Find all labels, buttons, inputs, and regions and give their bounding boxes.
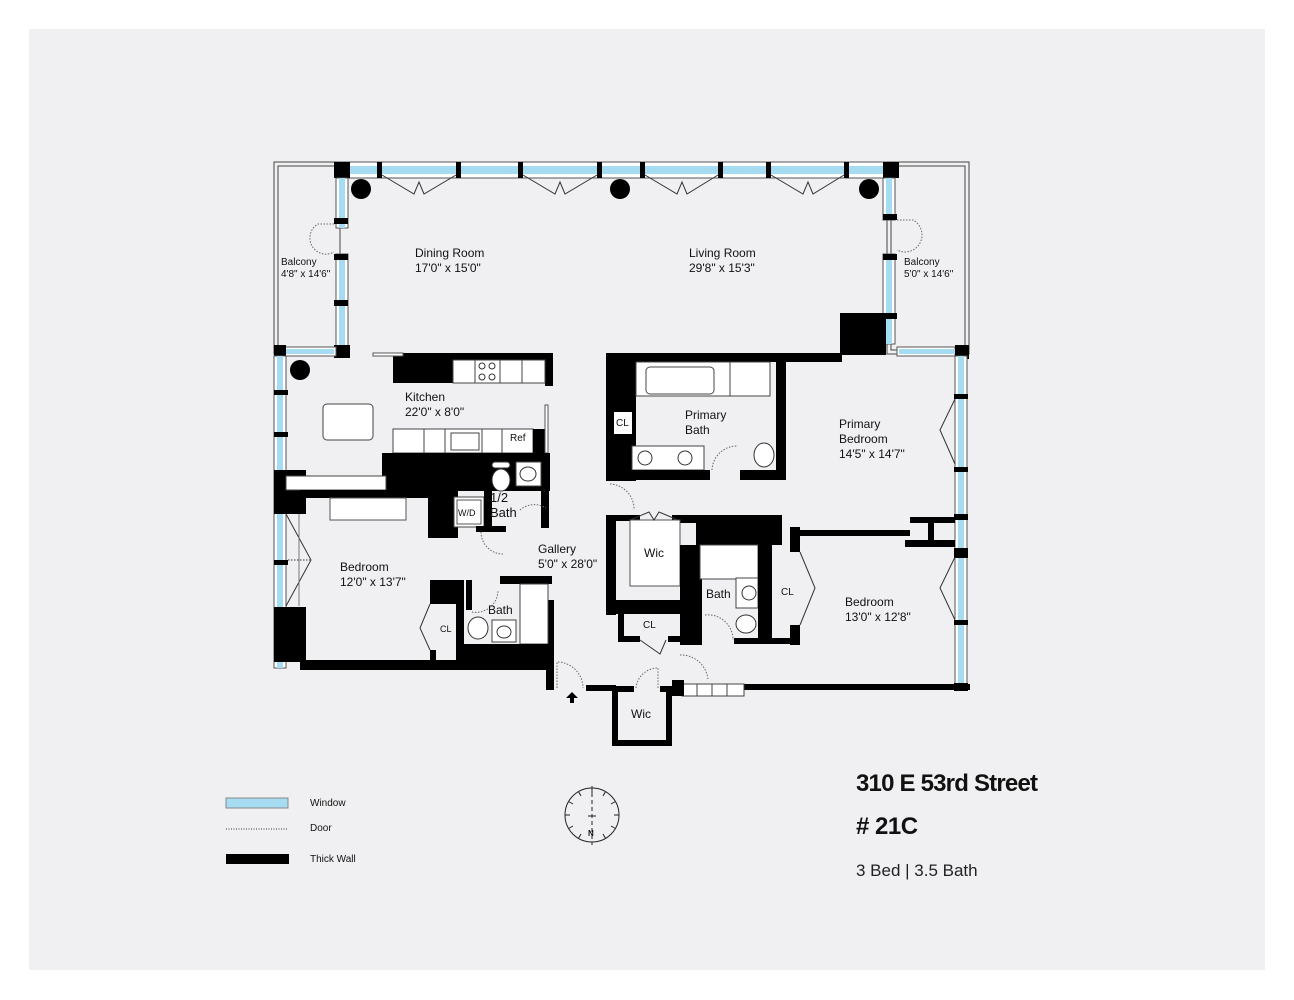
legend-wall-label: Thick Wall bbox=[310, 854, 356, 865]
room-primary-bedroom: Primary Bedroom 14'5" x 14'7" bbox=[839, 417, 905, 462]
right-wing-walls bbox=[606, 511, 970, 697]
room-living: Living Room 29'8" x 15'3" bbox=[689, 246, 756, 276]
room-name: Kitchen bbox=[405, 390, 446, 404]
room-half-bath: 1/2 Bath bbox=[490, 490, 517, 520]
unit-number: # 21C bbox=[856, 813, 918, 840]
room-name: Dining Room bbox=[415, 246, 485, 260]
room-name: Balcony bbox=[904, 257, 940, 268]
living-right-wall bbox=[840, 177, 923, 355]
room-name: Living Room bbox=[689, 246, 756, 260]
room-wic-lower: Wic bbox=[631, 707, 651, 722]
room-primary-bath: Primary Bath bbox=[685, 408, 726, 438]
compass-icon bbox=[564, 786, 620, 845]
room-name-line2: Bath bbox=[490, 505, 517, 520]
legend-window-swatch bbox=[225, 797, 289, 809]
room-name: Bedroom bbox=[340, 560, 389, 574]
room-name: Bedroom bbox=[845, 595, 894, 609]
room-bath-right: Bath bbox=[706, 587, 731, 602]
room-dimensions: 13'0" x 12'8" bbox=[845, 610, 911, 624]
refrigerator-label: Ref bbox=[510, 433, 526, 444]
wic-lower-walls bbox=[612, 667, 672, 746]
left-exterior-wall bbox=[273, 355, 312, 669]
top-window-wall bbox=[334, 161, 899, 179]
room-bedroom-right: Bedroom 13'0" x 12'8" bbox=[845, 595, 911, 625]
room-balcony-right: Balcony 5'0" x 14'6" bbox=[904, 257, 953, 281]
top-folding-doors bbox=[381, 174, 845, 195]
legend-door-label: Door bbox=[310, 823, 332, 834]
room-name: Gallery bbox=[538, 542, 577, 556]
stove-icon bbox=[478, 362, 496, 381]
room-name: Primary bbox=[685, 408, 727, 422]
room-bath-left: Bath bbox=[488, 603, 513, 618]
property-address: 310 E 53rd Street bbox=[856, 770, 1038, 797]
room-name: Primary bbox=[839, 417, 881, 431]
room-dimensions: 5'0" x 14'6" bbox=[904, 269, 954, 280]
room-name-line2: Bath bbox=[685, 423, 710, 437]
legend-window-label: Window bbox=[310, 798, 346, 809]
room-name: Wic bbox=[631, 707, 651, 721]
room-name: Wic bbox=[644, 546, 664, 560]
room-dimensions: 17'0" x 15'0" bbox=[415, 261, 481, 275]
entry bbox=[546, 660, 616, 691]
room-name: 1/2 bbox=[490, 490, 509, 505]
closet-label: CL bbox=[616, 418, 629, 429]
room-dimensions: 14'5" x 14'7" bbox=[839, 447, 905, 461]
dining-left-wall bbox=[309, 177, 350, 358]
room-dimensions: 4'8" x 14'6" bbox=[281, 269, 331, 280]
room-name: Bath bbox=[488, 603, 513, 617]
bed-bath-summary: 3 Bed | 3.5 Bath bbox=[856, 861, 978, 880]
compass-north-label: N bbox=[588, 829, 594, 838]
room-dimensions: 22'0" x 8'0" bbox=[405, 405, 465, 419]
bedroom-left-walls bbox=[300, 490, 554, 670]
legend-wall-swatch bbox=[226, 854, 289, 864]
room-name: Bath bbox=[706, 587, 731, 601]
kitchen-walls bbox=[285, 352, 553, 493]
room-name-line2: Bedroom bbox=[839, 432, 888, 446]
room-gallery: Gallery 5'0" x 28'0" bbox=[538, 542, 597, 572]
closet-label: CL bbox=[440, 624, 452, 634]
room-wic-upper: Wic bbox=[644, 546, 664, 561]
washer-dryer-label: W/D bbox=[458, 508, 476, 518]
room-dimensions: 29'8" x 15'3" bbox=[689, 261, 755, 275]
primary-bedroom-right-wall bbox=[905, 355, 968, 691]
half-bath-walls bbox=[476, 458, 549, 555]
room-name: Balcony bbox=[281, 257, 317, 268]
primary-bath-walls bbox=[606, 353, 842, 511]
room-dimensions: 5'0" x 28'0" bbox=[538, 557, 598, 571]
entry-arrow-icon bbox=[566, 692, 578, 703]
room-bedroom-left: Bedroom 12'0" x 13'7" bbox=[340, 560, 406, 590]
room-dining: Dining Room 17'0" x 15'0" bbox=[415, 246, 484, 276]
room-balcony-left: Balcony 4'8" x 14'6" bbox=[281, 257, 330, 281]
floorplan-background bbox=[29, 29, 1265, 970]
room-dimensions: 12'0" x 13'7" bbox=[340, 575, 406, 589]
columns bbox=[290, 179, 879, 380]
bath-left-walls bbox=[464, 576, 552, 662]
room-kitchen: Kitchen 22'0" x 8'0" bbox=[405, 390, 464, 420]
closet-label: CL bbox=[781, 587, 794, 598]
closet-label: CL bbox=[643, 620, 656, 631]
